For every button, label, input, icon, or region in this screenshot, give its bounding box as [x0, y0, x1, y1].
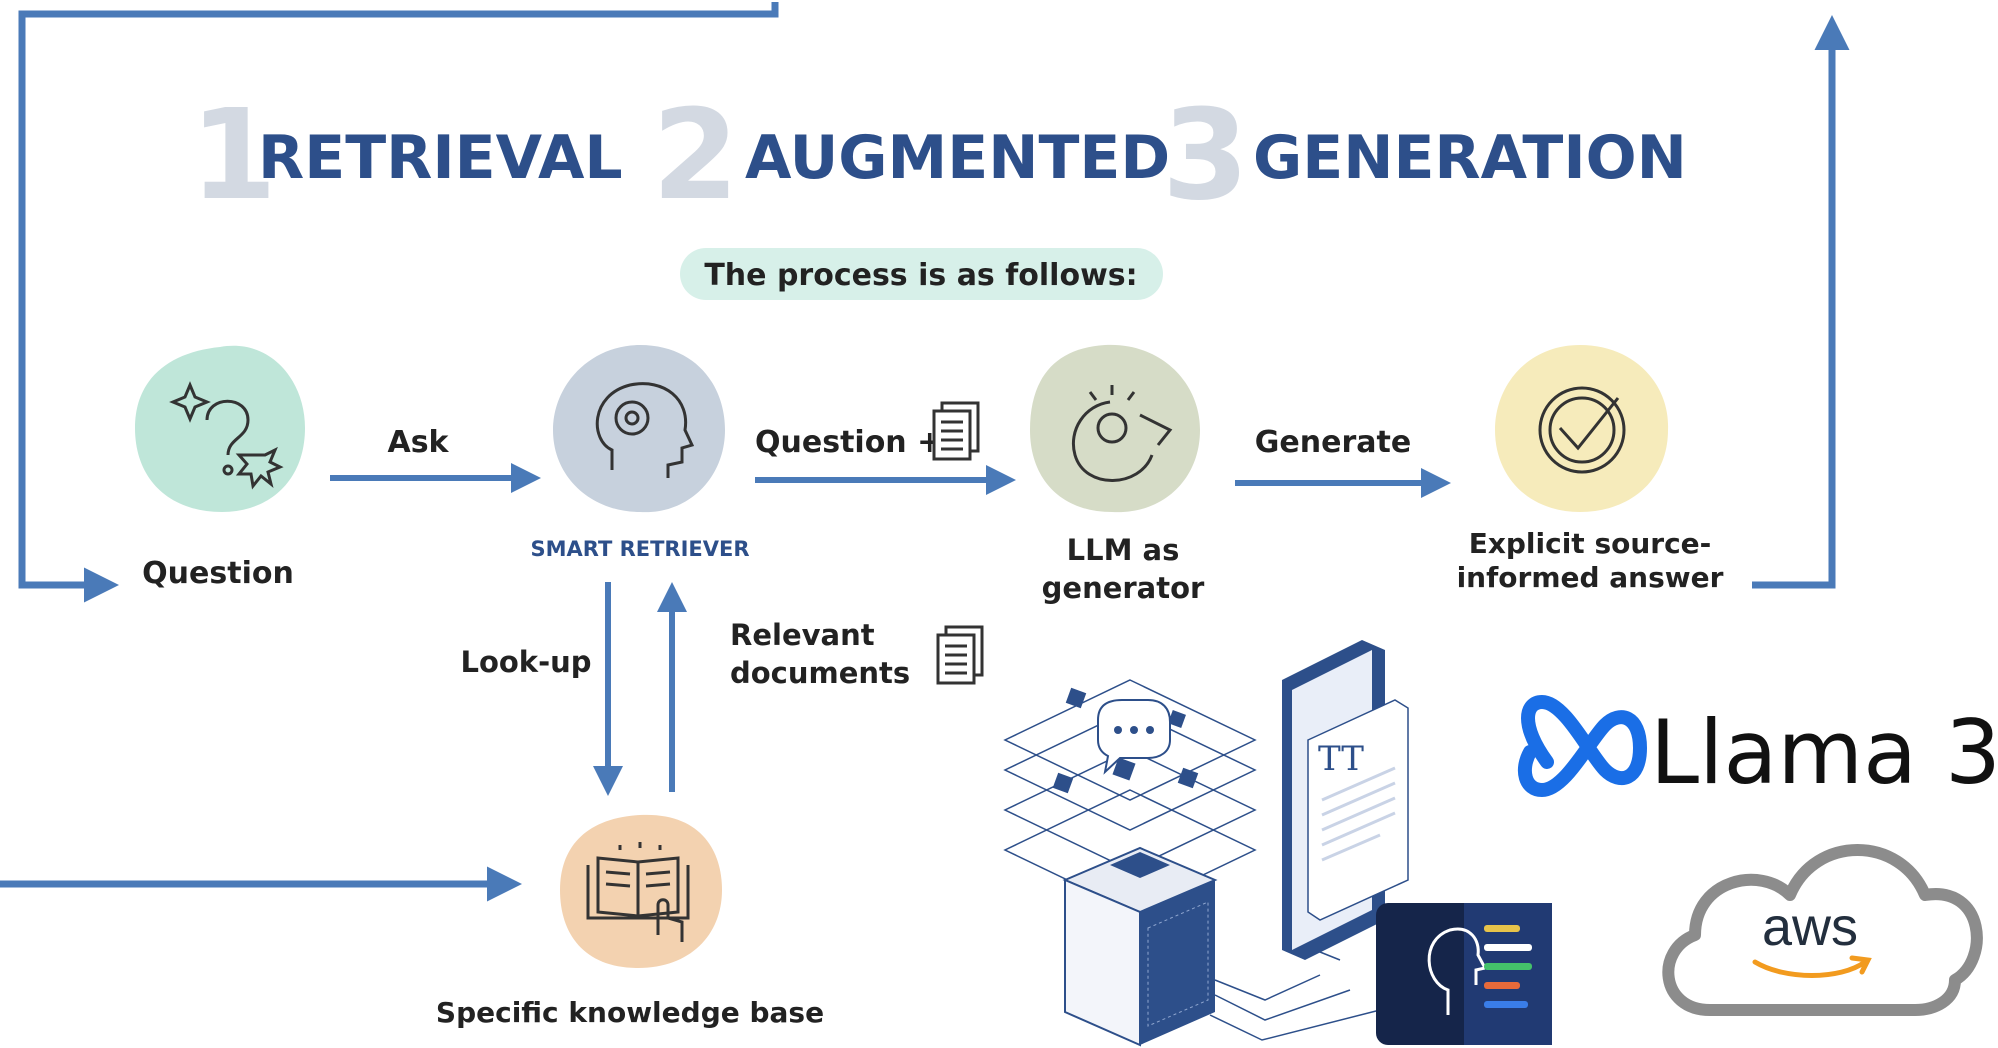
retriever-blob — [553, 345, 725, 513]
edge-label-generate: Generate — [1255, 425, 1411, 460]
title-step1-word: RETRIEVAL — [258, 123, 623, 193]
data-server-cube — [1062, 846, 1218, 1047]
llm-label-line2: generator — [1042, 571, 1205, 605]
edge-label-lookup: Look-up — [460, 645, 591, 679]
meta-infinity-icon — [1517, 694, 1648, 798]
question-label: Question — [142, 556, 294, 591]
title-step2-word: AUGMENTED — [745, 123, 1170, 193]
llm-generator-node: LLM as generator — [1030, 344, 1205, 605]
question-node: Question — [135, 345, 305, 591]
document-icon — [932, 401, 980, 461]
title-step1-number: 1 — [190, 83, 277, 228]
edge-label-ask: Ask — [387, 425, 449, 460]
title-step2-number: 2 — [652, 83, 739, 228]
isometric-ai-illustration: TT — [1003, 640, 1552, 1047]
feedback-loop-right — [1752, 15, 1850, 589]
ai-app-icon — [1376, 903, 1552, 1045]
edge-label-relevant-line2: documents — [730, 656, 910, 690]
smart-retriever-label: SMART RETRIEVER — [530, 537, 749, 561]
answer-node: Explicit source- informed answer — [1457, 345, 1724, 594]
answer-label-line1: Explicit source- — [1469, 527, 1712, 560]
llama-3-text: Llama 3 — [1650, 701, 1998, 804]
relevant-document-icon — [936, 625, 984, 685]
meta-llama-logo: Llama 3 — [1517, 694, 1998, 804]
title-step3-number: 3 — [1162, 83, 1249, 228]
title: 1 RETRIEVAL 2 AUGMENTED 3 GENERATION — [190, 83, 1687, 228]
aws-text: aws — [1762, 897, 1858, 957]
process-banner-text: The process is as follows: — [704, 258, 1137, 293]
cloud-icon — [1662, 844, 1983, 1016]
feedback-loop-left — [18, 2, 779, 603]
open-book-icon — [586, 842, 690, 942]
chat-bubble-icon — [1097, 699, 1171, 775]
answer-blob — [1495, 345, 1669, 512]
isometric-cubes — [1052, 687, 1199, 794]
edge-label-relevant-line1: Relevant — [730, 618, 875, 652]
knowledge-blob — [560, 814, 722, 968]
edge-label-question-plus: Question + — [755, 425, 942, 460]
process-banner-bg — [680, 248, 1163, 300]
knowledge-base-node: Specific knowledge base — [436, 814, 824, 1029]
text-format-icon: TT — [1318, 739, 1364, 779]
brain-head-icon — [595, 382, 695, 478]
aws-cloud-logo: aws — [1662, 844, 1983, 1016]
answer-label-line2: informed answer — [1457, 561, 1724, 594]
llm-blob — [1030, 344, 1200, 513]
aws-smile-arrow — [1752, 955, 1872, 978]
title-step3-word: GENERATION — [1253, 123, 1687, 193]
knowledge-base-label: Specific knowledge base — [436, 996, 824, 1029]
llm-label-line1: LLM as — [1067, 533, 1180, 567]
question-mark-icon — [169, 381, 284, 490]
checkmark-badge-icon — [1538, 386, 1626, 474]
ai-head-icon — [1427, 927, 1488, 1015]
smartphone-document: TT — [1282, 640, 1409, 960]
smart-retriever-node: SMART RETRIEVER — [530, 345, 750, 561]
question-blob — [135, 345, 305, 512]
lightbulb-refresh-icon — [1072, 385, 1173, 482]
